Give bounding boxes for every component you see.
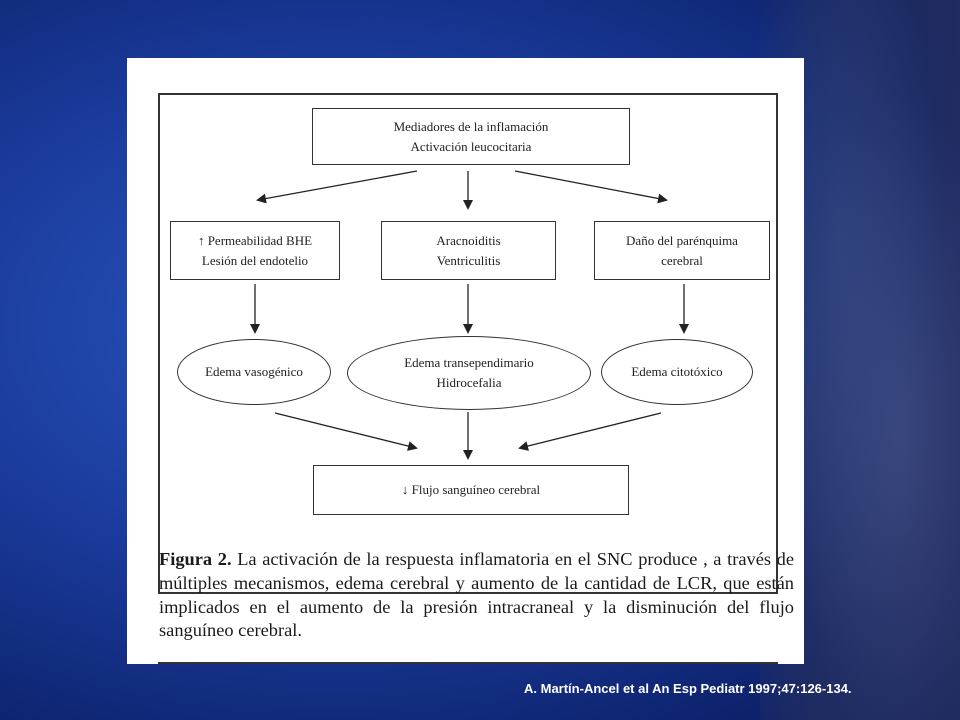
- figure-caption: Figura 2. La activación de la respuesta …: [159, 548, 794, 643]
- oval-cytotoxic-edema: Edema citotóxico: [601, 339, 753, 405]
- arrow-right-oval-to-bottom: [518, 412, 662, 451]
- node-arachnoiditis: Aracnoiditis Ventriculitis: [381, 221, 556, 280]
- bottom-rule: [158, 662, 778, 664]
- arrow-top-to-left: [256, 170, 418, 204]
- arrow-top-to-right: [514, 170, 668, 204]
- node-parenchyma-damage: Daño del parénquima cerebral: [594, 221, 770, 280]
- figure-panel: Mediadores de la inflamación Activación …: [127, 58, 804, 664]
- citation-text: A. Martín-Ancel et al An Esp Pediatr 199…: [524, 681, 852, 696]
- node-inflammation-mediators: Mediadores de la inflamación Activación …: [312, 108, 630, 165]
- diagram-arrows: [250, 170, 689, 460]
- node-cerebral-blood-flow: ↓ Flujo sanguíneo cerebral: [313, 465, 629, 515]
- arrow-left-oval-to-bottom: [274, 412, 418, 451]
- caption-label: Figura 2.: [159, 549, 232, 569]
- oval-vasogenic-edema: Edema vasogénico: [177, 339, 331, 405]
- diagram-frame: [158, 93, 778, 594]
- oval-transependymal-edema: Edema transependimario Hidrocefalia: [347, 336, 591, 410]
- caption-text: La activación de la respuesta inflamator…: [159, 549, 794, 641]
- node-bbb-permeability: ↑ Permeabilidad BHE Lesión del endotelio: [170, 221, 340, 280]
